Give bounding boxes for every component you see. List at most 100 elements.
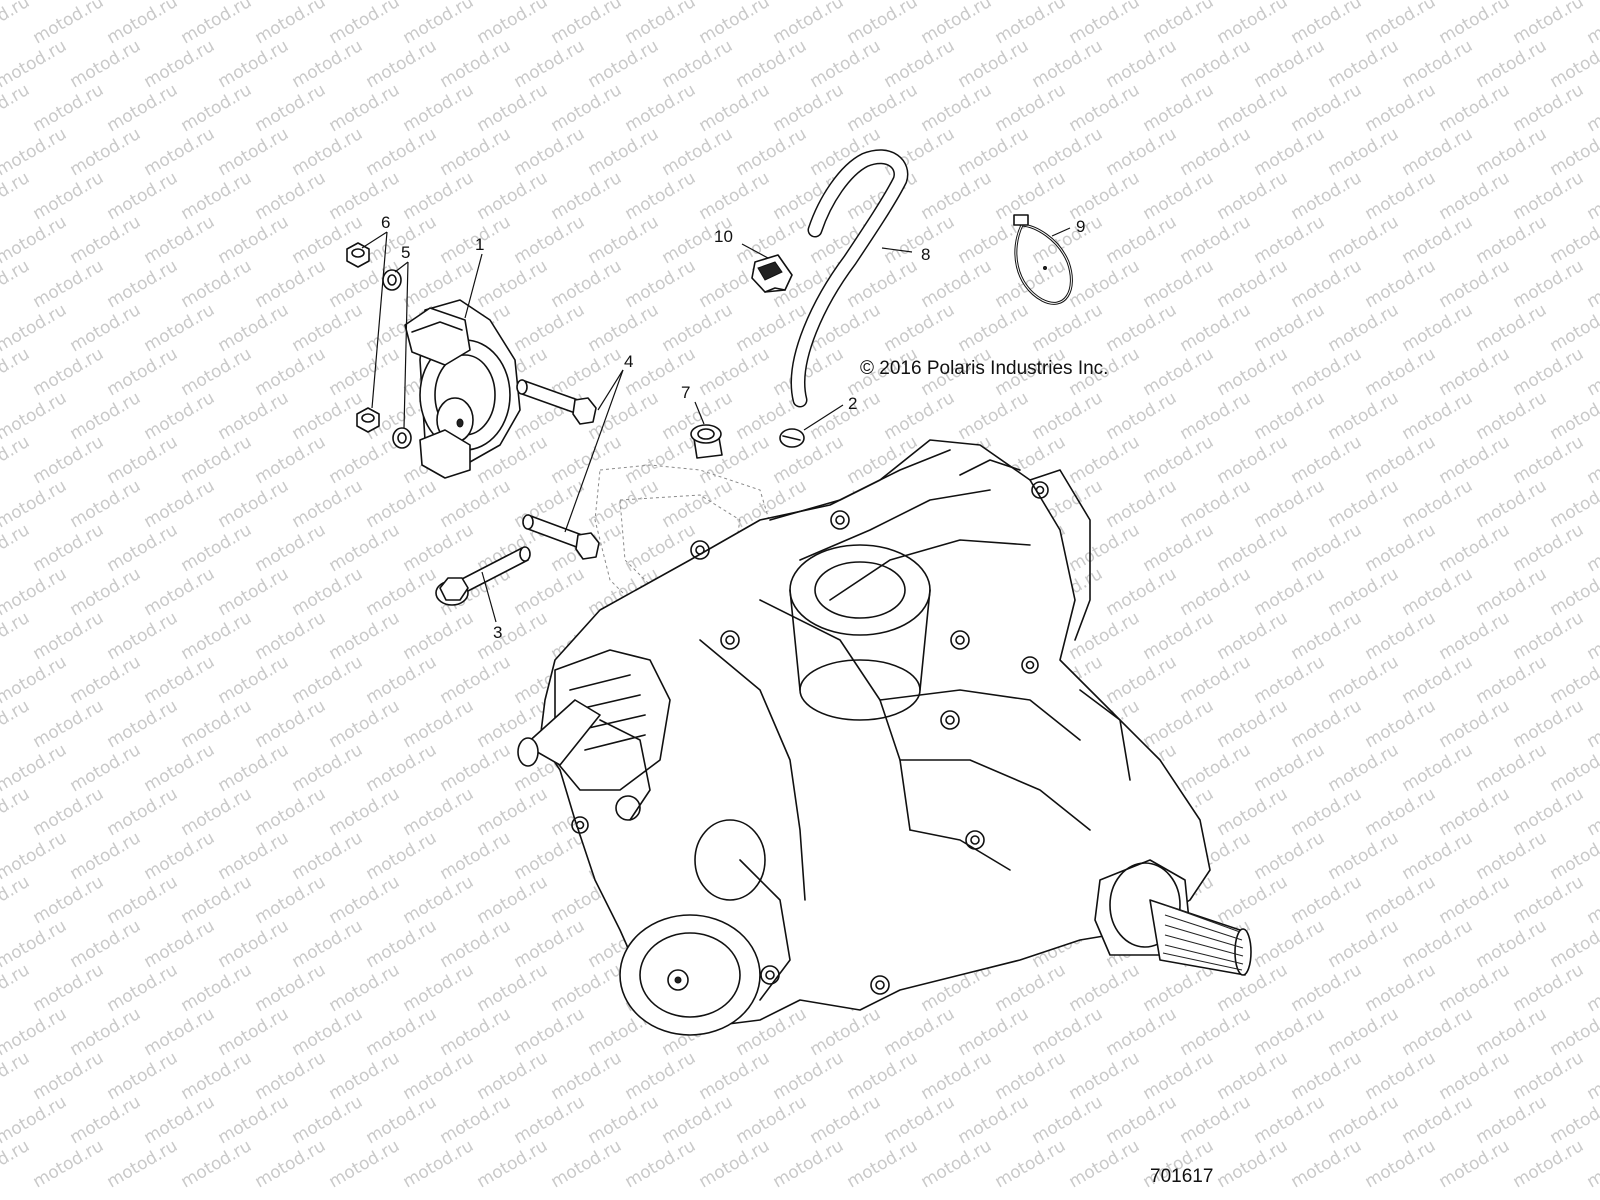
watermark-text: motod.ru — [104, 696, 182, 752]
watermark-text: motod.ru — [955, 124, 1033, 180]
watermark-text: motod.ru — [955, 36, 1033, 92]
watermark-text: motod.ru — [1436, 344, 1514, 400]
watermark-text: motod.ru — [1140, 80, 1218, 136]
watermark-text: motod.ru — [1288, 0, 1366, 48]
watermark-text: motod.ru — [1251, 652, 1329, 708]
watermark-text: motod.ru — [326, 80, 404, 136]
watermark-text: motod.ru — [178, 608, 256, 664]
watermark-text: motod.ru — [1510, 520, 1588, 576]
callout-labels: 1 2 3 4 5 6 7 8 9 10 — [381, 213, 1085, 642]
watermark-text: motod.ru — [67, 564, 145, 620]
part-8-hose — [790, 149, 909, 408]
watermark-text: motod.ru — [67, 476, 145, 532]
watermark-text: motod.ru — [289, 36, 367, 92]
watermark-text: motod.ru — [363, 476, 441, 532]
watermark-text: motod.ru — [1510, 256, 1588, 312]
watermark-text: motod.ru — [1251, 828, 1329, 884]
callout-9: 9 — [1076, 217, 1085, 236]
watermark-text: motod.ru — [955, 300, 1033, 356]
watermark-text: motod.ru — [1436, 608, 1514, 664]
watermark-text: motod.ru — [178, 0, 256, 48]
watermark-text: motod.ru — [215, 1092, 293, 1148]
callout-7: 7 — [681, 383, 690, 402]
watermark-text: motod.ru — [215, 652, 293, 708]
watermark-text: motod.ru — [1103, 1004, 1181, 1060]
watermark-text: motod.ru — [918, 1136, 996, 1192]
watermark-text: motod.ru — [1584, 696, 1600, 752]
watermark-text: motod.ru — [1177, 300, 1255, 356]
watermark-text: motod.ru — [326, 1048, 404, 1104]
watermark-text: motod.ru — [30, 256, 108, 312]
watermark-text: motod.ru — [141, 212, 219, 268]
watermark-text: motod.ru — [326, 872, 404, 928]
watermark-text: motod.ru — [1399, 916, 1477, 972]
watermark-text: motod.ru — [0, 1092, 70, 1148]
watermark-text: motod.ru — [1362, 344, 1440, 400]
watermark-text: motod.ru — [141, 652, 219, 708]
watermark-text: motod.ru — [1510, 80, 1588, 136]
watermark-text: motod.ru — [437, 476, 515, 532]
watermark-text: motod.ru — [178, 960, 256, 1016]
watermark-text: motod.ru — [1288, 784, 1366, 840]
watermark-text: motod.ru — [1325, 476, 1403, 532]
watermark-text: motod.ru — [474, 872, 552, 928]
watermark-text: motod.ru — [67, 916, 145, 972]
watermark-text: motod.ru — [1399, 828, 1477, 884]
part-10-clip — [751, 254, 793, 293]
watermark-text: motod.ru — [696, 344, 774, 400]
watermark-text: motod.ru — [1584, 960, 1600, 1016]
watermark-text: motod.ru — [1066, 1136, 1144, 1192]
watermark-text: motod.ru — [0, 0, 33, 48]
watermark-text: motod.ru — [1362, 784, 1440, 840]
watermark-text: motod.ru — [1288, 520, 1366, 576]
watermark-text: motod.ru — [1325, 1092, 1403, 1148]
watermark-text: motod.ru — [1140, 520, 1218, 576]
watermark-text: motod.ru — [1251, 916, 1329, 972]
watermark-text: motod.ru — [30, 1048, 108, 1104]
watermark-text: motod.ru — [1510, 784, 1588, 840]
watermark-text: motod.ru — [1214, 168, 1292, 224]
watermark-text: motod.ru — [1288, 256, 1366, 312]
watermark-text: motod.ru — [1325, 36, 1403, 92]
watermark-text: motod.ru — [1103, 124, 1181, 180]
watermark-text: motod.ru — [548, 1048, 626, 1104]
watermark-text: motod.ru — [363, 1004, 441, 1060]
watermark-text: motod.ru — [215, 476, 293, 532]
watermark-text: motod.ru — [104, 0, 182, 48]
watermark-text: motod.ru — [548, 168, 626, 224]
watermark-text: motod.ru — [1362, 872, 1440, 928]
watermark-text: motod.ru — [1584, 344, 1600, 400]
watermark-text: motod.ru — [1510, 432, 1588, 488]
watermark-text: motod.ru — [955, 1092, 1033, 1148]
watermark-text: motod.ru — [1066, 256, 1144, 312]
watermark-text: motod.ru — [1473, 564, 1551, 620]
watermark-text: motod.ru — [1362, 520, 1440, 576]
watermark-text: motod.ru — [437, 1092, 515, 1148]
lower-cover — [619, 819, 791, 1036]
watermark-text: motod.ru — [400, 1136, 478, 1192]
watermark-text: motod.ru — [363, 124, 441, 180]
watermark-text: motod.ru — [992, 1136, 1070, 1192]
watermark-text: motod.ru — [141, 828, 219, 884]
watermark-text: motod.ru — [807, 388, 885, 444]
watermark-text: motod.ru — [1214, 1048, 1292, 1104]
watermark-text: motod.ru — [363, 652, 441, 708]
watermark-text: motod.ru — [400, 1048, 478, 1104]
watermark-text: motod.ru — [548, 0, 626, 48]
watermark-text: motod.ru — [1066, 520, 1144, 576]
watermark-text: motod.ru — [0, 476, 70, 532]
watermark-text: motod.ru — [1584, 608, 1600, 664]
watermark-text: motod.ru — [252, 520, 330, 576]
watermark-text: motod.ru — [511, 828, 589, 884]
input-shaft-assembly — [517, 649, 671, 821]
watermark-text: motod.ru — [326, 168, 404, 224]
watermark-text: motod.ru — [400, 960, 478, 1016]
watermark-text: motod.ru — [1288, 1136, 1366, 1192]
watermark-text: motod.ru — [474, 608, 552, 664]
watermark-text: motod.ru — [30, 168, 108, 224]
watermark-text: motod.ru — [1436, 1048, 1514, 1104]
watermark-text: motod.ru — [0, 36, 70, 92]
watermark-text: motod.ru — [659, 124, 737, 180]
watermark-text: motod.ru — [1436, 696, 1514, 752]
watermark-text: motod.ru — [437, 916, 515, 972]
